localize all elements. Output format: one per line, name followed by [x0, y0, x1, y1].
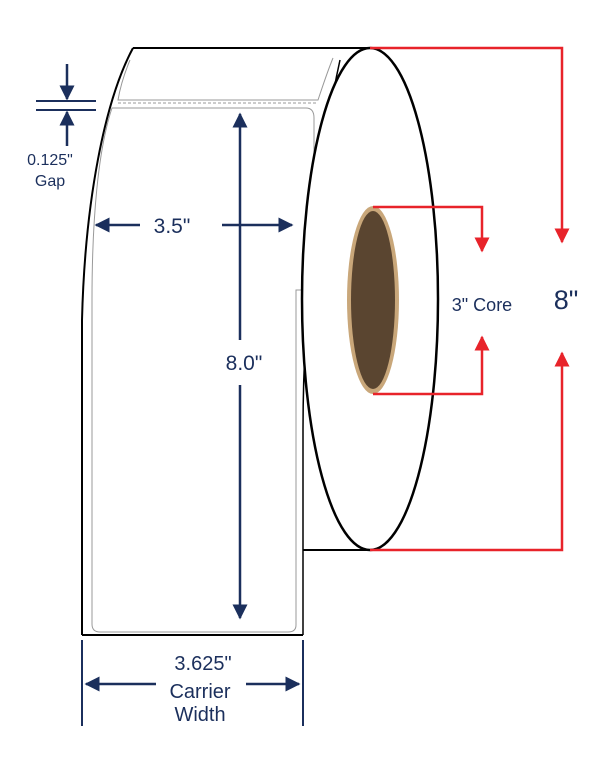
top-label-on-roll: [117, 57, 334, 104]
roll-diameter-label: 8": [554, 285, 579, 315]
label-width-dimension: 3.5": [94, 215, 294, 238]
gap-value-label: 0.125": [27, 152, 73, 169]
label-outline: [91, 107, 315, 633]
label-height-value: 8.0": [226, 352, 263, 375]
roll-diameter-dimension: 8": [370, 46, 579, 552]
gap-dimension: 0.125" Gap: [27, 64, 96, 190]
carrier-width-word2: Width: [174, 704, 225, 726]
gap-word-label: Gap: [35, 173, 65, 190]
label-width-value: 3.5": [154, 215, 191, 238]
carrier-width-value: 3.625": [174, 653, 231, 675]
carrier-width-word1: Carrier: [169, 681, 230, 703]
core-label: 3" Core: [452, 295, 512, 315]
label-height-dimension: 8.0": [226, 112, 263, 620]
core: [347, 206, 399, 394]
core-dimension: 3" Core: [373, 205, 512, 396]
carrier-width-dimension: 3.625" Carrier Width: [81, 640, 304, 726]
